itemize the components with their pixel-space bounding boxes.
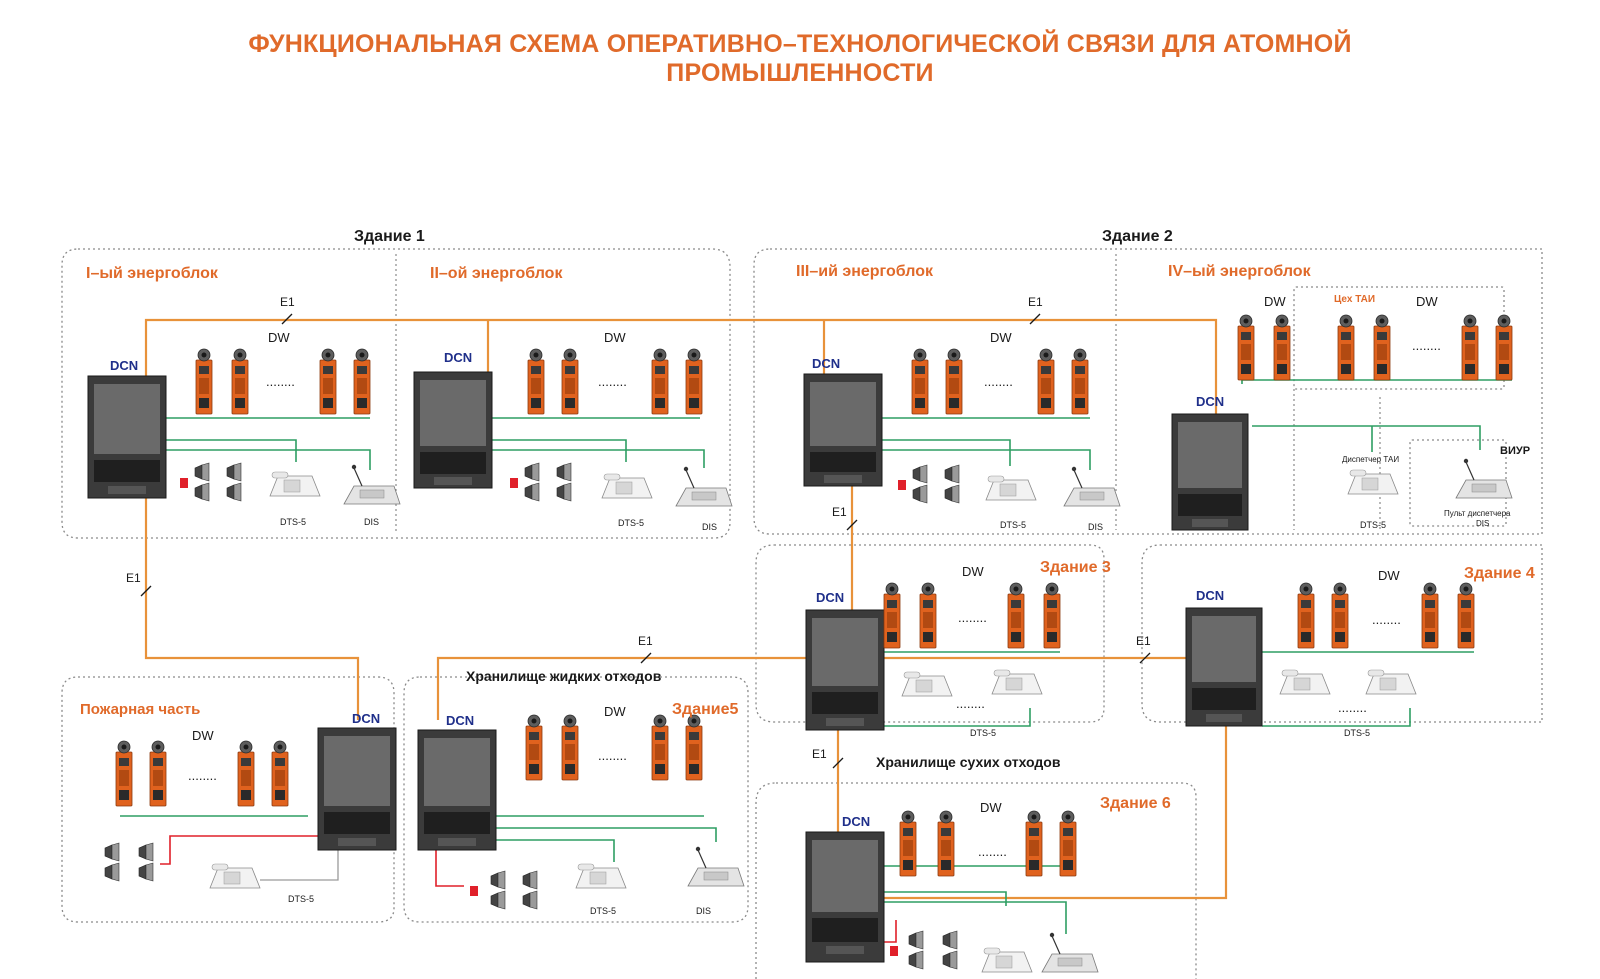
label-dots: ........ — [978, 844, 1007, 859]
label-dw: DW — [1264, 294, 1286, 309]
label-dcn: DCN — [1196, 394, 1224, 409]
label-dcn: DCN — [352, 711, 380, 726]
label-e1: E1 — [1136, 634, 1151, 648]
label-dcn: DCN — [812, 356, 840, 371]
label-dw: DW — [604, 330, 626, 345]
label-dts: DTS-5 — [1000, 520, 1026, 530]
label-building-5: Здание5 — [672, 701, 738, 718]
label-shop-tai: Цех ТАИ — [1334, 294, 1375, 305]
label-building-3: Здание 3 — [1040, 559, 1111, 576]
label-dispatcher-tai: Диспетчер ТАИ — [1342, 455, 1399, 464]
label-dcn: DCN — [842, 814, 870, 829]
label-dry-storage: Хранилище сухих отходов — [876, 754, 1061, 770]
label-building-6: Здание 6 — [1100, 795, 1171, 812]
label-dts: DTS-5 — [288, 894, 314, 904]
speaker-clusters — [104, 462, 960, 970]
label-dw: DW — [1378, 568, 1400, 583]
label-dots: ........ — [188, 768, 217, 783]
zone-fire-station — [61, 676, 395, 923]
label-dw: DW — [980, 800, 1002, 815]
label-dw: DW — [192, 728, 214, 743]
dis-consoles — [343, 458, 1513, 973]
title-line-1: ФУНКЦИОНАЛЬНАЯ СХЕМА ОПЕРАТИВНО–ТЕХНОЛОГ… — [248, 30, 1352, 58]
e1-tick-marks — [140, 313, 1151, 769]
label-dots: ........ — [956, 696, 985, 711]
label-unit-4: IV–ый энергоблок — [1168, 263, 1312, 280]
label-dcn: DCN — [110, 358, 138, 373]
label-dw: DW — [990, 330, 1012, 345]
zone-building-6 — [755, 782, 1197, 979]
label-building-1: Здание 1 — [354, 228, 425, 245]
label-unit-3: III–ий энергоблок — [796, 263, 934, 280]
label-e1: E1 — [638, 634, 653, 648]
dcn-cabinets — [87, 371, 1263, 963]
label-dots: ........ — [1372, 612, 1401, 627]
label-dots: ........ — [598, 748, 627, 763]
label-dis: DIS — [696, 906, 711, 916]
label-dw: DW — [1416, 294, 1438, 309]
label-dts: DTS-5 — [970, 728, 996, 738]
label-dts: DTS-5 — [618, 518, 644, 528]
label-viur: ВИУР — [1500, 445, 1530, 457]
label-dots: ........ — [958, 610, 987, 625]
label-e1: E1 — [832, 505, 847, 519]
label-dis: DIS — [1088, 522, 1103, 532]
label-dw: DW — [268, 330, 290, 345]
label-dcn: DCN — [816, 590, 844, 605]
label-fire-station: Пожарная часть — [80, 701, 200, 718]
label-console-line1: Пульт диспетчера — [1444, 509, 1511, 518]
label-dots: ........ — [984, 374, 1013, 389]
label-e1: E1 — [812, 747, 827, 761]
label-e1: E1 — [126, 571, 141, 585]
label-liquid-storage: Хранилище жидких отходов — [466, 668, 662, 684]
label-dw: DW — [962, 564, 984, 579]
zone-building-4 — [1141, 544, 1543, 723]
label-dots: ........ — [1412, 338, 1441, 353]
label-dots: ........ — [1338, 700, 1367, 715]
zone-building-3 — [755, 544, 1105, 723]
label-building-2: Здание 2 — [1102, 228, 1173, 245]
label-console-line2: DIS — [1476, 519, 1489, 528]
label-building-4: Здание 4 — [1464, 565, 1535, 582]
label-dcn: DCN — [446, 713, 474, 728]
label-unit-2: II–ой энергоблок — [430, 265, 563, 282]
label-dcn: DCN — [444, 350, 472, 365]
label-dis: DIS — [364, 517, 379, 527]
label-dots: ........ — [266, 374, 295, 389]
e1-trunk-lines — [144, 318, 1228, 900]
green-links — [120, 379, 1512, 934]
label-e1: E1 — [280, 295, 295, 309]
zone-building-5 — [403, 676, 749, 923]
label-dis: DIS — [702, 522, 717, 532]
title-line-2: ПРОМЫШЛЕННОСТИ — [666, 59, 934, 87]
label-dts: DTS-5 — [280, 517, 306, 527]
label-unit-1: I–ый энергоблок — [86, 265, 219, 282]
label-dw: DW — [604, 704, 626, 719]
label-dts: DTS-5 — [1360, 520, 1386, 530]
label-dts: DTS-5 — [1344, 728, 1370, 738]
label-e1: E1 — [1028, 295, 1043, 309]
diagram-title: ФУНКЦИОНАЛЬНАЯ СХЕМА ОПЕРАТИВНО–ТЕХНОЛОГ… — [0, 30, 1600, 88]
label-dts: DTS-5 — [590, 906, 616, 916]
label-dcn: DCN — [1196, 588, 1224, 603]
label-dots: ........ — [598, 374, 627, 389]
